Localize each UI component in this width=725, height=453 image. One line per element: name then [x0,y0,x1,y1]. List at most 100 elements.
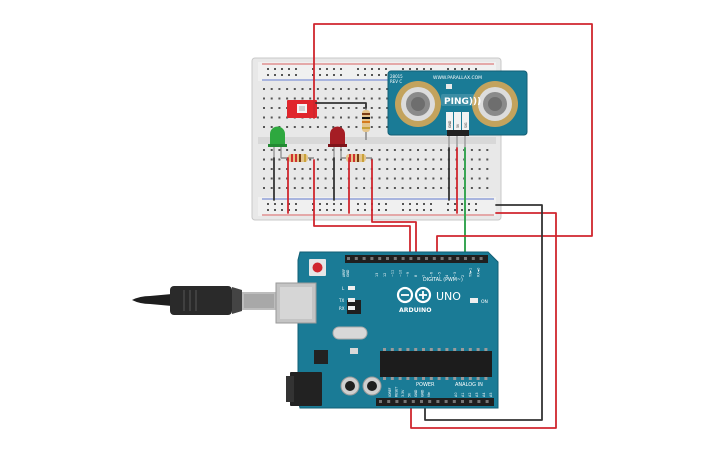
header-pin[interactable] [436,400,440,403]
breadboard-hole [309,187,312,189]
header-pin[interactable] [386,257,389,260]
slide-switch[interactable] [287,100,317,118]
breadboard-hole [478,187,481,189]
breadboard-rail-hole [357,203,359,205]
breadboard-hole [270,187,273,189]
sensor-name: PING))) [444,97,481,107]
header-pin[interactable] [354,257,358,260]
breadboard-rail-hole [371,74,373,76]
header-pin[interactable] [477,400,481,403]
breadboard-rail-hole [319,209,321,211]
breadboard-hole [316,116,319,119]
header-pin[interactable] [393,257,397,260]
header-pin[interactable] [444,400,448,403]
breadboard-rail-hole [468,209,470,211]
breadboard-hole [363,97,366,100]
header-pin[interactable] [464,257,467,260]
header-pin[interactable] [420,400,423,403]
led-red [328,126,347,158]
breadboard-hole [355,126,358,128]
breadboard-hole [347,107,350,109]
header-pin[interactable] [432,257,436,260]
header-pin[interactable] [387,400,391,403]
chip-pin [445,348,449,351]
header-pin[interactable] [378,257,382,260]
sensor-pin-5v: 5V [456,123,460,128]
header-pin[interactable] [401,257,405,260]
header-pin[interactable] [411,400,415,403]
breadboard-hole [263,126,265,128]
breadboard-hole [332,88,335,90]
breadboard-rail-hole [447,203,449,205]
breadboard-hole [278,158,281,161]
breadboard-rail-hole [447,209,449,211]
digital-pin-label: 12 [383,273,387,277]
header-pin[interactable] [403,400,407,403]
breadboard-hole [340,97,342,100]
header-pin[interactable] [471,257,475,260]
breadboard-hole [340,177,342,180]
breadboard-rail-hole [333,68,335,70]
breadboard-rail-hole [274,209,276,211]
breadboard-hole [301,187,304,189]
breadboard-hole [424,168,427,170]
breadboard-rail-hole [274,68,276,70]
header-pin[interactable] [448,257,452,260]
breadboard-rail-hole [423,203,425,205]
header-pin[interactable] [479,257,483,260]
analog-pin-label: A1 [461,393,465,397]
chip-pin [437,348,441,351]
breadboard-hole [370,107,373,109]
breadboard-hole [332,116,335,119]
breadboard-hole [278,97,281,100]
header-pin[interactable] [379,400,382,403]
power-header-label: POWER [416,382,435,388]
breadboard-rail-hole [475,209,477,211]
breadboard-rail-hole [295,203,297,205]
breadboard-hole [409,158,412,161]
header-pin[interactable] [425,257,428,260]
chip-pin [414,348,418,351]
breadboard-rail-hole [281,203,283,205]
breadboard-hole [424,158,427,161]
analog-pin-label: A3 [475,393,479,397]
header-pin[interactable] [461,400,464,403]
header-pin[interactable] [417,257,421,260]
breadboard-rail-hole [340,68,342,70]
breadboard-rail-hole [454,68,456,70]
breadboard-hole [278,149,281,151]
header-pin[interactable] [469,400,473,403]
breadboard-hole [293,97,296,100]
breadboard-hole [378,149,381,151]
header-pin[interactable] [370,257,374,260]
chip-pin [390,377,394,380]
chip-pin [461,348,464,351]
breadboard-rail-hole [364,203,366,205]
breadboard-hole [401,149,404,151]
breadboard-hole [417,149,419,151]
breadboard-hole [332,149,335,151]
breadboard-hole [386,97,389,100]
breadboard-hole [432,149,435,151]
reset-button[interactable] [312,262,323,273]
breadboard-hole [417,177,419,180]
header-pin[interactable] [452,400,456,403]
breadboard-rail-hole [416,209,418,211]
header-pin[interactable] [485,400,489,403]
digital-pin-label: 13 [375,273,379,277]
breadboard-rail-hole [378,68,380,70]
header-pin[interactable] [347,257,350,260]
header-pin[interactable] [409,257,413,260]
breadboard-hole [263,177,265,180]
breadboard-hole [324,97,327,100]
header-pin[interactable] [440,257,444,260]
header-pin[interactable] [456,257,460,260]
header-pin[interactable] [395,400,399,403]
usb-cable [132,286,276,315]
breadboard-hole [486,149,489,151]
header-pin[interactable] [428,400,432,403]
breadboard-rail-hole [326,203,328,205]
header-pin[interactable] [362,257,366,260]
breadboard-rail-hole [454,203,456,205]
chip-pin [398,377,402,380]
